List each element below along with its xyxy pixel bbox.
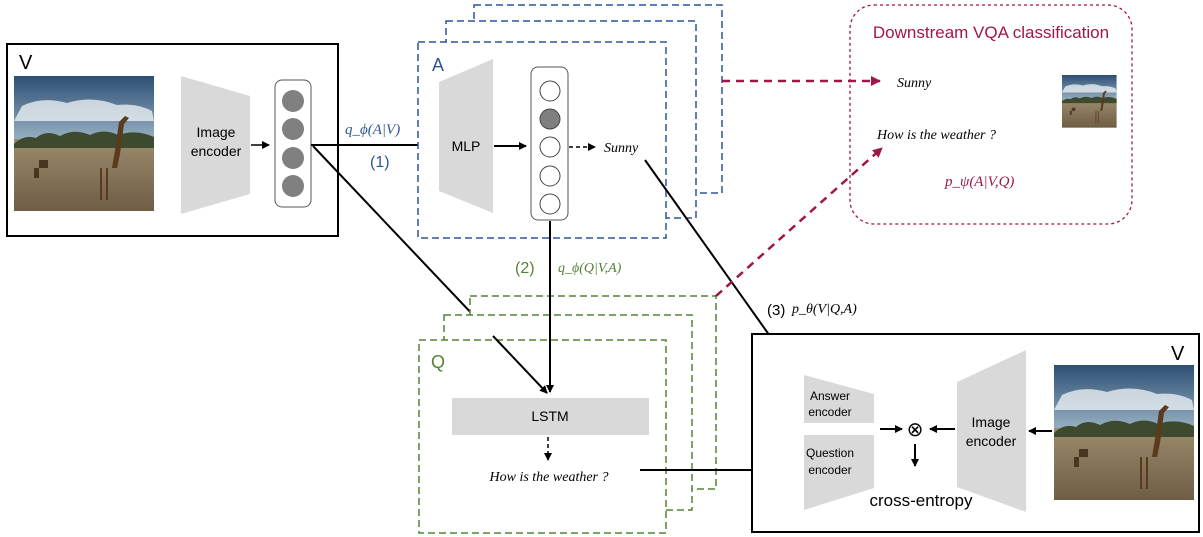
mlp-label: MLP	[452, 138, 481, 154]
question-output-text: How is the weather ?	[489, 470, 609, 485]
question-encoder-line2: encoder	[808, 463, 851, 477]
panel-q-label: Q	[431, 352, 445, 372]
edge-features-to-lstm-overlay	[492, 335, 548, 394]
feature-vector-left	[274, 79, 312, 208]
answer-output-vector	[530, 66, 569, 221]
answer-encoder-line1: Answer	[810, 389, 850, 403]
downstream-formula: p_ψ(A|V,Q)	[944, 174, 1014, 190]
input-image-right	[1054, 365, 1194, 500]
image-encoder-left: Image encoder	[181, 76, 250, 214]
feature-neuron-icon	[282, 147, 304, 169]
image-encoder-left-line2: encoder	[191, 143, 242, 159]
downstream-box: Downstream VQA classification Sunny How …	[849, 4, 1133, 225]
output-neuron-icon	[539, 165, 561, 187]
edge-p-vqa-formula: p_θ(V|Q,A)	[791, 302, 857, 317]
image-encoder-left-line1: Image	[197, 124, 236, 140]
downstream-image	[1062, 75, 1117, 128]
output-neuron-icon-selected	[539, 108, 561, 130]
downstream-answer: Sunny	[897, 76, 932, 91]
combine-operator-icon: ⊗	[907, 419, 924, 441]
mlp-block: MLP	[439, 59, 493, 213]
input-image-left	[14, 76, 154, 211]
edge-q-to-downstream	[715, 147, 883, 297]
image-encoder-right: Image encoder	[957, 350, 1026, 512]
edge-q-av-step: (1)	[370, 154, 390, 171]
feature-neuron-icon	[282, 90, 304, 112]
edge-q-av-formula: q_ϕ(A|V)	[345, 122, 400, 138]
panel-v-left-label: V	[19, 52, 33, 74]
question-encoder-line1: Question	[806, 446, 854, 460]
image-encoder-right-line2: encoder	[966, 433, 1017, 449]
downstream-title: Downstream VQA classification	[873, 23, 1109, 42]
feature-neuron-icon	[282, 175, 304, 197]
downstream-question: How is the weather ?	[876, 128, 996, 143]
output-neuron-icon	[539, 136, 561, 158]
loss-label: cross-entropy	[870, 491, 973, 510]
lstm-block: LSTM	[452, 398, 649, 435]
panel-v-right-label: V	[1171, 343, 1185, 365]
answer-output-text: Sunny	[604, 141, 639, 156]
answer-encoder-line2: encoder	[808, 405, 851, 419]
feature-neuron-icon	[282, 118, 304, 140]
edge-p-vqa-step: (3)	[767, 302, 785, 319]
lstm-label: LSTM	[531, 408, 568, 424]
edge-q-qva-step: (2)	[515, 260, 535, 277]
question-encoder: Question encoder	[804, 435, 874, 510]
output-neuron-icon	[539, 80, 561, 102]
edge-q-qva-formula: q_ϕ(Q|V,A)	[558, 261, 622, 276]
panel-a-label: A	[432, 55, 444, 75]
output-neuron-icon	[539, 193, 561, 215]
answer-encoder: Answer encoder	[804, 375, 874, 423]
image-encoder-right-line1: Image	[972, 414, 1011, 430]
